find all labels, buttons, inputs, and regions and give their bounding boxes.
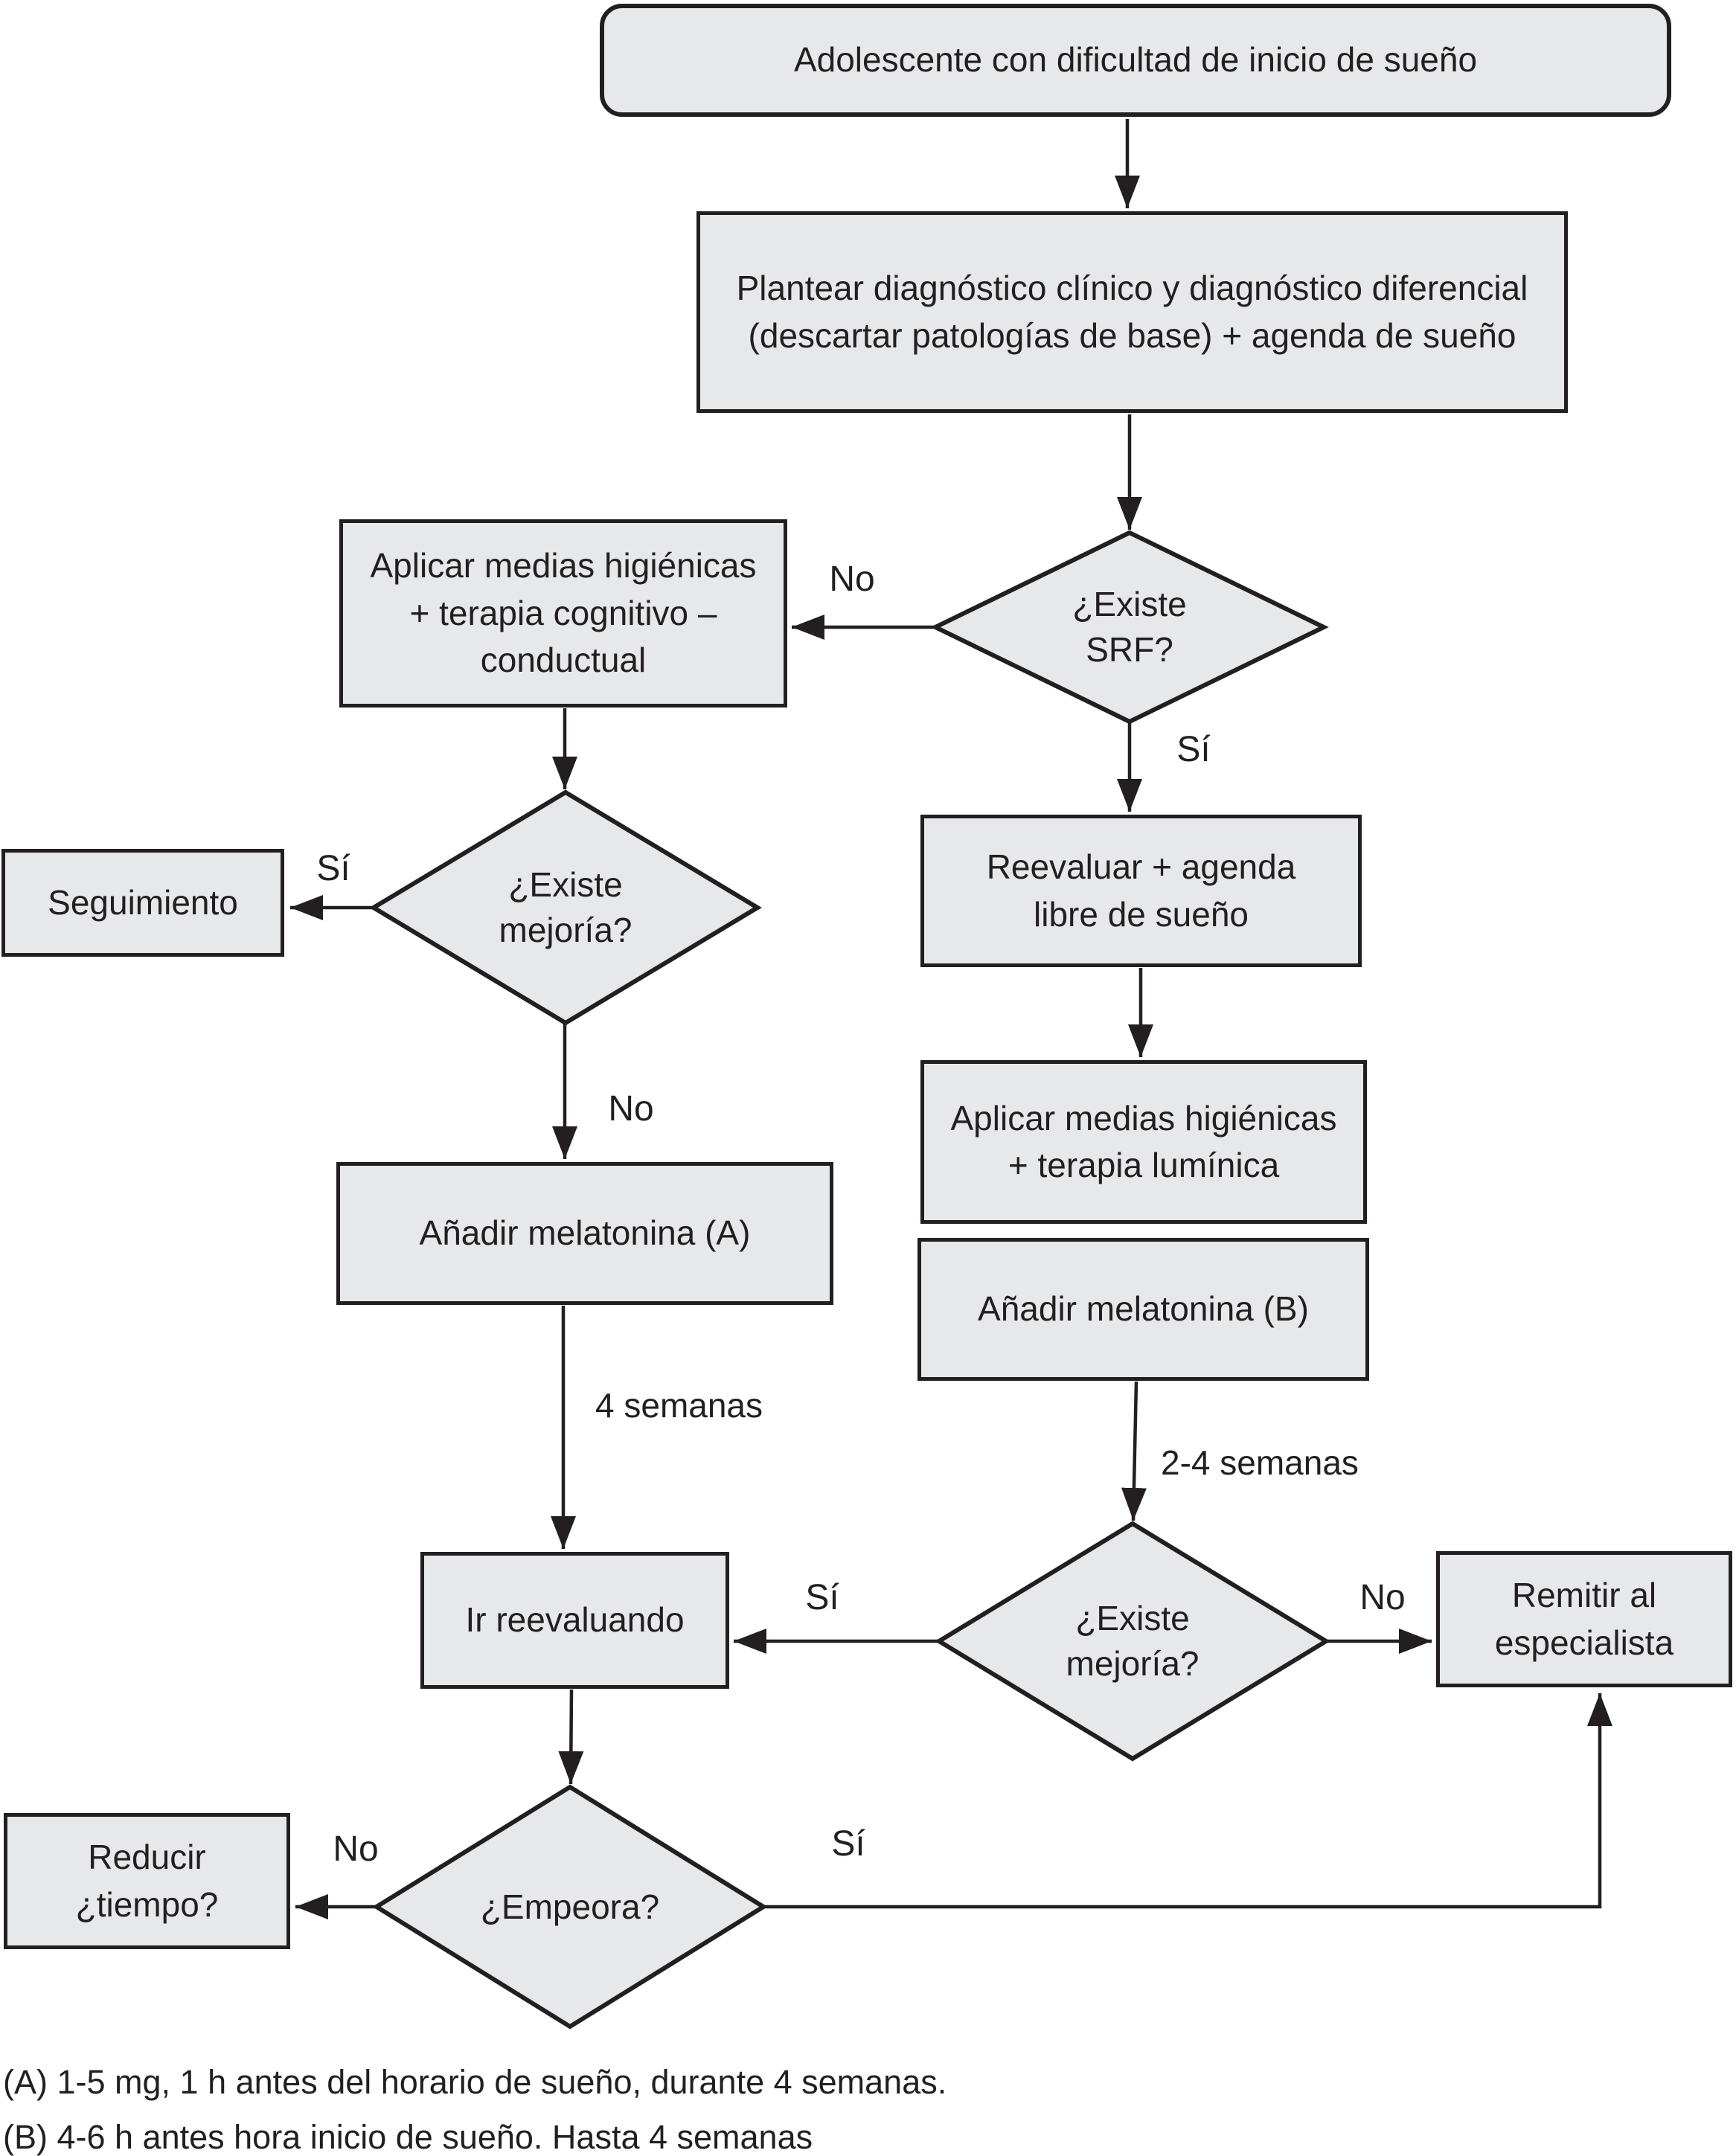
edge-label-si-mejoria-1: Sí [316, 848, 350, 888]
diamond-existe-mejoria-1 [369, 789, 762, 1026]
node-diagnostico: Plantear diagnóstico clínico y diagnósti… [696, 211, 1568, 413]
arrow-empeora-si-to-remitir [763, 1693, 1612, 1909]
edge-label-no-srf: No [829, 559, 875, 599]
footnote-b: (B) 4-6 h antes hora inicio de sueño. Ha… [3, 2118, 813, 2156]
edge-label-no-empeora: No [333, 1829, 379, 1869]
edge-label-si-mejoria-2: Sí [805, 1577, 839, 1617]
label-existe-srf: ¿Existe SRF? [1072, 585, 1187, 669]
node-reducir: Reducir ¿tiempo? [4, 1813, 290, 1949]
edge-label-4-semanas: 4 semanas [595, 1385, 763, 1425]
diamond-existe-mejoria-2 [935, 1521, 1330, 1762]
node-medidas-cognitivo: Aplicar medias higiénicas + terapia cogn… [339, 519, 787, 708]
node-remitir: Remitir al especialista [1436, 1551, 1732, 1687]
edge-label-no-mejoria-1: No [608, 1088, 654, 1129]
diamond-existe-srf [930, 530, 1329, 725]
node-seguimiento: Seguimiento [1, 849, 284, 957]
node-start: Adolescente con dificultad de inicio de … [600, 4, 1671, 117]
edge-label-si-srf: Sí [1176, 729, 1211, 769]
edge-label-no-mejoria-2: No [1359, 1577, 1406, 1617]
node-medidas-luminica: Aplicar medias higiénicas + terapia lumí… [920, 1060, 1367, 1224]
label-empeora: ¿Empeora? [480, 1887, 660, 1926]
node-reevaluar: Reevaluar + agenda libre de sueño [920, 815, 1362, 967]
label-existe-mejoria-1: ¿Existe mejoría? [499, 865, 632, 949]
label-existe-mejoria-2: ¿Existe mejoría? [1066, 1599, 1199, 1683]
edge-label-2-4-semanas: 2-4 semanas [1161, 1443, 1359, 1482]
edge-label-si-empeora: Sí [831, 1823, 865, 1864]
node-ir-reevaluando: Ir reevaluando [420, 1552, 729, 1689]
arrow-melatonina-b-to-mejoria2 [1121, 1381, 1147, 1521]
node-melatonina-a: Añadir melatonina (A) [336, 1162, 833, 1305]
footnote-a: (A) 1-5 mg, 1 h antes del horario de sue… [3, 2063, 947, 2101]
diamond-empeora [372, 1784, 768, 2030]
node-melatonina-b: Añadir melatonina (B) [917, 1238, 1369, 1381]
